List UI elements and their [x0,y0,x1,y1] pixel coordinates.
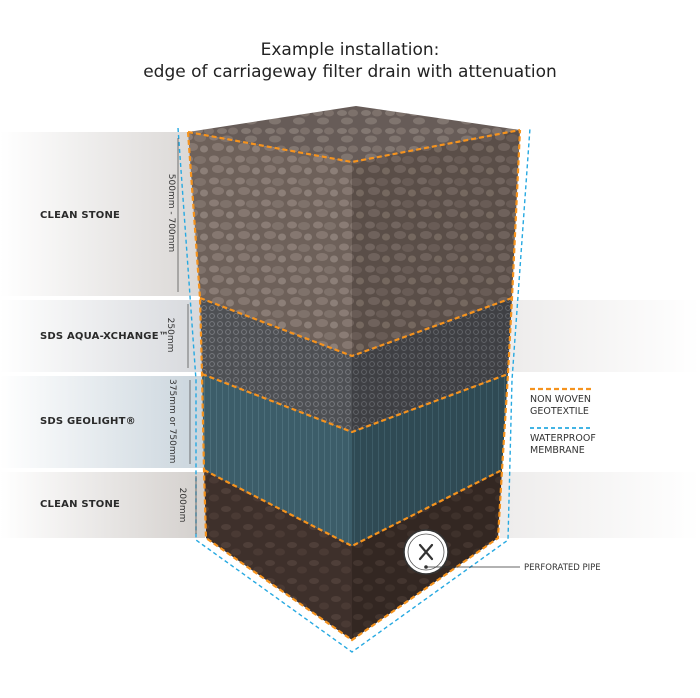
diagram-title-line1: Example installation: [260,40,440,60]
geolight-left-face [202,374,352,546]
clean-stone-left-face [188,132,352,356]
layer-label-aqua-xchange: SDS AQUA-XCHANGE™ [40,331,169,342]
diagram-title-line2: edge of carriageway filter drain with at… [143,62,557,82]
membrane-outline [177,127,531,653]
aqua-xchange-right-face [352,298,512,432]
layer-label-geolight: SDS GEOLIGHT® [40,416,136,427]
band-geolight [0,376,205,468]
pipe-label: PERFORATED PIPE [524,563,601,573]
legend-membrane-label: WATERPROOF MEMBRANE [530,433,596,457]
legend-geotextile-line2: GEOTEXTILE [530,406,589,417]
block-top-face [188,106,520,162]
legend-membrane-line1: WATERPROOF [530,433,596,444]
x-icon [418,543,434,561]
layer-label-clean-stone-base: CLEAN STONE [40,499,121,510]
dimension-arrows [177,138,197,534]
legend-geotextile-label: NON WOVEN GEOTEXTILE [530,394,591,418]
base-stone-left-face [204,470,352,640]
legend-geotextile-line1: NON WOVEN [530,394,592,405]
dimension-clean-stone-top: 500mm - 700mm [166,173,176,253]
pipe-leader-line [424,565,520,569]
aqua-xchange-left-face [200,298,352,432]
dimension-aqua-xchange: 250mm [165,317,175,353]
band-right-base [500,472,700,538]
band-clean-stone-base [0,472,205,538]
clean-stone-right-face [352,130,520,356]
dimension-clean-stone-base: 200mm [177,487,187,523]
dimension-geolight: 375mm or 750mm [167,379,177,464]
legend-membrane-line2: MEMBRANE [530,445,585,456]
geolight-right-face [352,374,508,546]
geotextile-outline [186,128,522,642]
layer-label-clean-stone-top: CLEAN STONE [40,210,121,221]
band-right-aqua [510,300,700,372]
band-clean-stone-top [0,132,205,296]
band-aqua [0,300,205,372]
